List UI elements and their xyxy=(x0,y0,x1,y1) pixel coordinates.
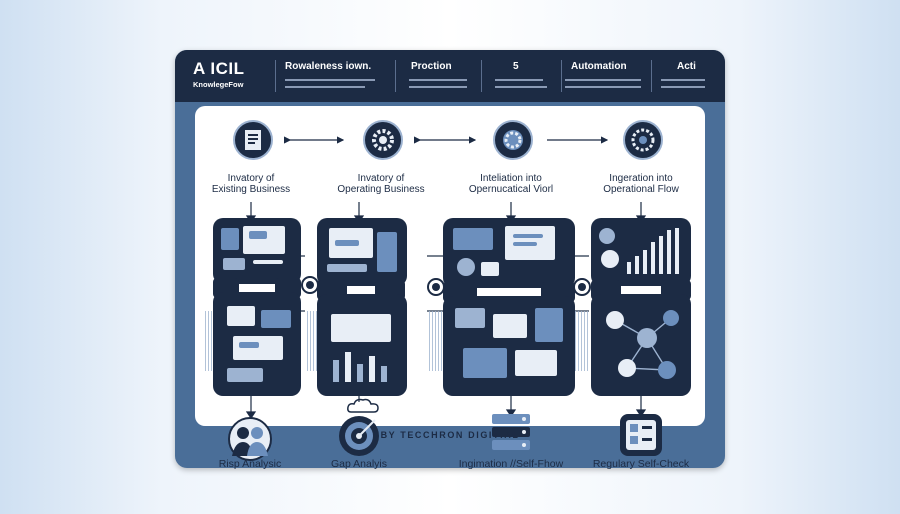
step-1-label: Invatory of Existing Business xyxy=(211,173,291,195)
growth-chart-icon xyxy=(627,228,679,274)
footer-credit: BY TECCHRON DIGITIAL xyxy=(380,430,520,440)
network-icon xyxy=(606,310,679,379)
header-bar: A ICIL KnowlegeFow Rowaleness iown. Proc… xyxy=(175,50,725,102)
document-icon xyxy=(233,120,273,160)
bottom-label-3: Ingimation //Self-Fhow xyxy=(458,458,564,470)
connector-node xyxy=(301,276,319,294)
diagram-panel: Invatory of Existing Business Invatory o… xyxy=(195,106,705,470)
gear-icon xyxy=(363,120,403,160)
checklist-icon xyxy=(620,414,662,456)
cluster-operational-integration xyxy=(443,218,575,398)
header-col-5-title: Acti xyxy=(677,61,696,72)
header-col-2: Proction xyxy=(395,50,481,102)
connector-node xyxy=(573,278,591,296)
bottom-label-2: Gap Analyis xyxy=(330,458,388,470)
header-col-4-title: Automation xyxy=(571,61,627,72)
cluster-operational-flow xyxy=(591,218,691,398)
header-col-1: Rowaleness iown. xyxy=(275,50,395,102)
header-col-4: Automation xyxy=(561,50,651,102)
header-col-2-title: Proction xyxy=(411,61,452,72)
brand: A ICIL KnowlegeFow xyxy=(175,50,270,102)
step-2-label: Invatory of Operating Business xyxy=(337,173,425,195)
bottom-label-4: Regulary Self-Check xyxy=(592,458,690,470)
cloud-icon xyxy=(347,398,379,413)
step-3-label: Inteliation into Opernucatical Viorl xyxy=(468,173,554,195)
cluster-operating-business xyxy=(317,218,427,413)
brand-title: A ICIL xyxy=(193,59,245,78)
server-icon xyxy=(492,414,530,450)
cluster-existing-business xyxy=(213,218,303,398)
top-connectors xyxy=(284,136,609,144)
connector-node xyxy=(427,278,445,296)
header-col-1-title: Rowaleness iown. xyxy=(285,61,372,72)
bar-chart-icon xyxy=(333,352,387,382)
header-col-3: 5 xyxy=(481,50,561,102)
target-icon xyxy=(339,416,379,456)
brand-subtitle: KnowlegeFow xyxy=(193,80,244,89)
step-4-label: Ingeration into Operational Flow xyxy=(603,173,679,195)
people-icon xyxy=(228,417,272,461)
header-col-5: Acti xyxy=(651,50,725,102)
infographic-card: A ICIL KnowlegeFow Rowaleness iown. Proc… xyxy=(175,50,725,470)
settings-icon xyxy=(623,120,663,160)
bottom-label-1: Risp Analysic xyxy=(218,458,282,470)
header-col-3-title: 5 xyxy=(513,61,519,72)
cog-icon xyxy=(493,120,533,160)
monitor-icon xyxy=(243,226,285,254)
